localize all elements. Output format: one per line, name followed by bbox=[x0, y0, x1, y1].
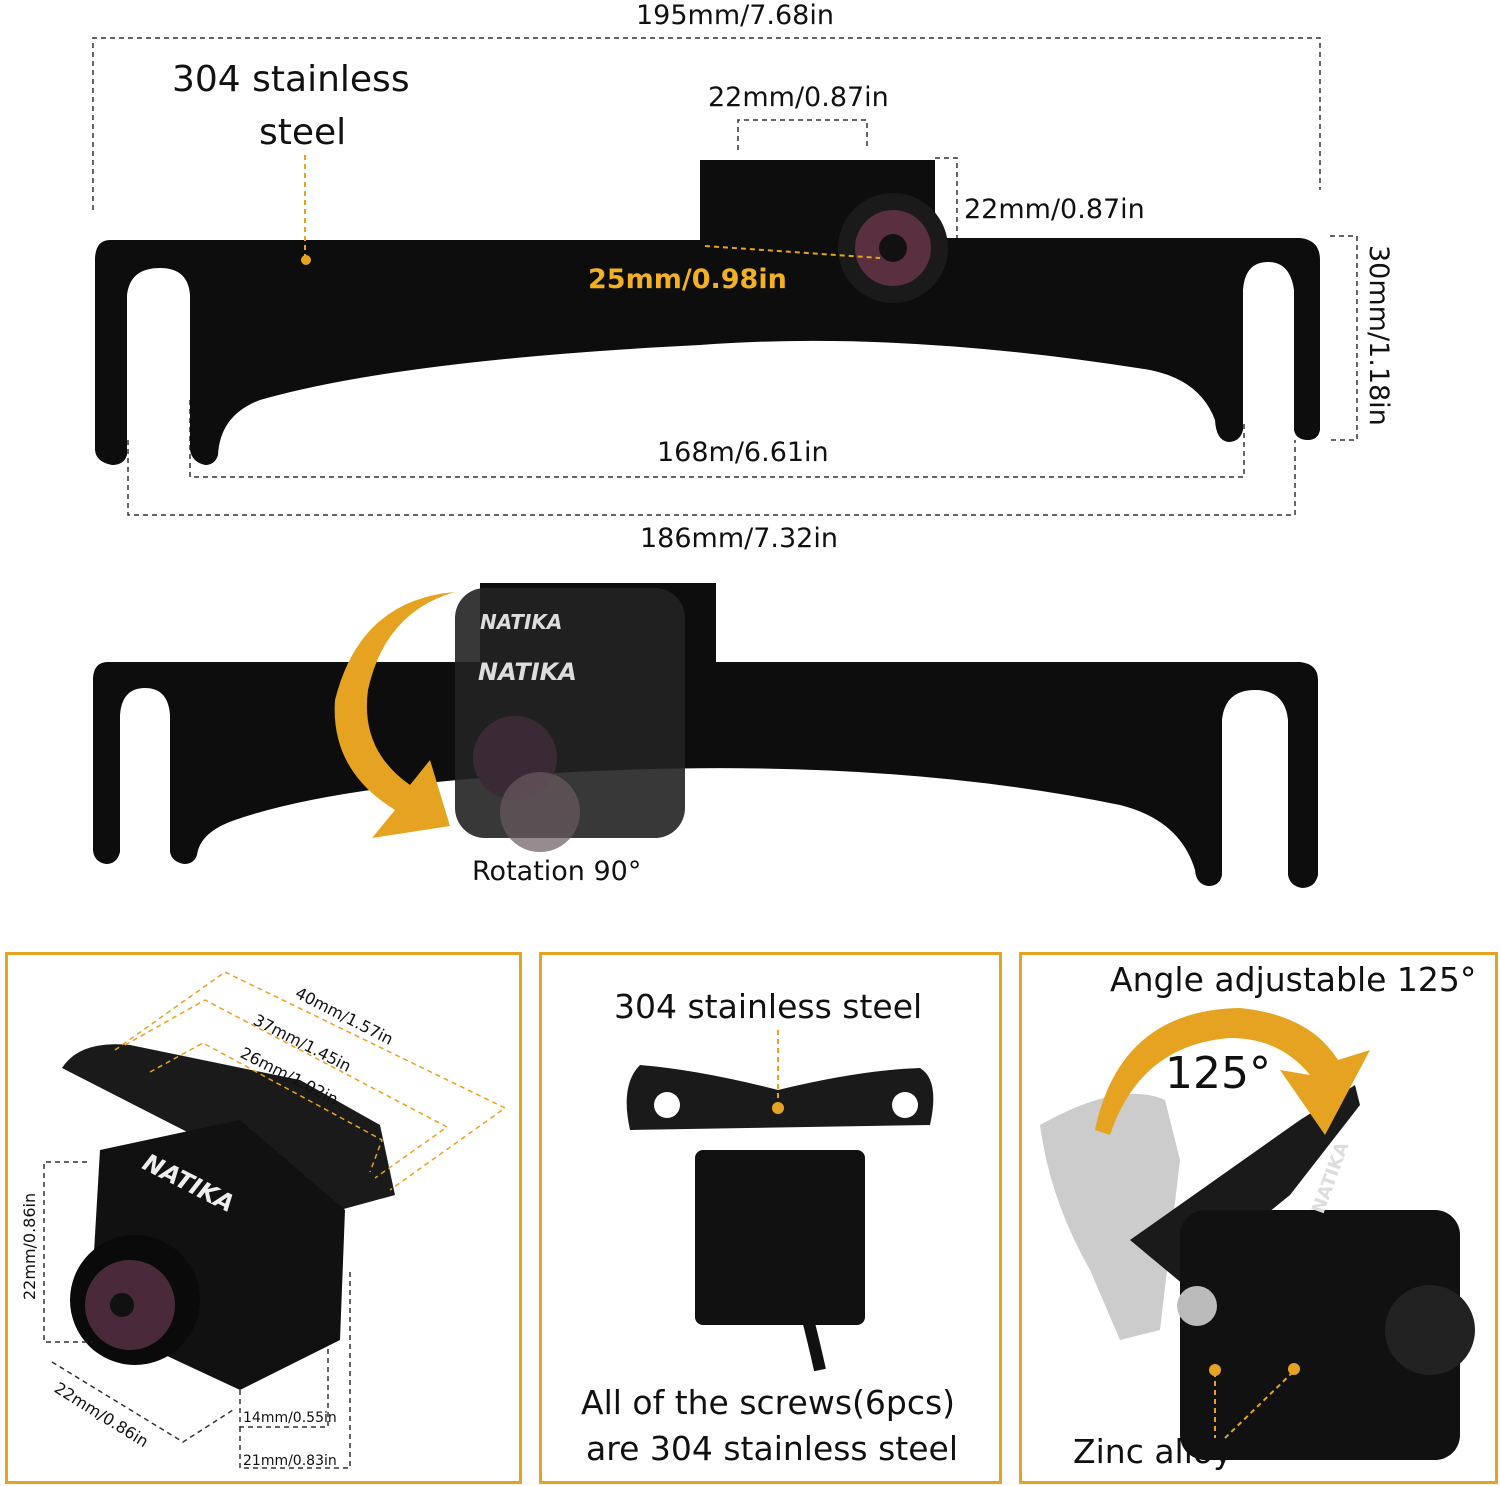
lens-offset-label: 25mm/0.98in bbox=[588, 264, 787, 295]
camera-iso-panel1 bbox=[62, 1044, 395, 1390]
overall-width-label: 195mm/7.68in bbox=[636, 0, 834, 31]
zinc-alloy-label: Zinc alloy bbox=[1073, 1432, 1233, 1471]
panel3-title: Angle adjustable 125° bbox=[1110, 960, 1477, 999]
camera-height-label: 22mm/0.87in bbox=[964, 194, 1145, 225]
license-plate-bracket-middle bbox=[93, 583, 1318, 888]
dim-21mm: 21mm/0.83in bbox=[243, 1453, 337, 1469]
rotation-arrow-icon bbox=[334, 592, 455, 838]
angle-arrow-icon bbox=[1095, 1008, 1370, 1135]
camera-back-panel2 bbox=[626, 1065, 934, 1372]
material-label-line2: steel bbox=[259, 112, 347, 153]
angle-value: 125° bbox=[1165, 1048, 1271, 1099]
panel-angle bbox=[1019, 952, 1498, 1484]
bracket-height-label: 30mm/1.18in bbox=[1363, 245, 1394, 426]
panel-dimensions bbox=[5, 952, 522, 1484]
panel2-caption-line1: All of the screws(6pcs) bbox=[581, 1383, 956, 1422]
rotation-label: Rotation 90° bbox=[472, 856, 642, 887]
brand-logo: NATIKA bbox=[478, 658, 577, 686]
camera-angle-panel3 bbox=[1040, 1085, 1475, 1460]
slot-width-label: 186mm/7.32in bbox=[640, 523, 838, 554]
inner-width-label: 168m/6.61in bbox=[657, 437, 829, 468]
dim-height-22mm: 22mm/0.86in bbox=[20, 1192, 39, 1300]
panel2-title: 304 stainless steel bbox=[614, 987, 923, 1026]
panel2-caption-line2: are 304 stainless steel bbox=[586, 1429, 959, 1468]
license-plate-bracket-top bbox=[95, 160, 1320, 465]
brand-logo-top: NATIKA bbox=[480, 610, 563, 634]
camera-width-label: 22mm/0.87in bbox=[708, 82, 889, 113]
dim-14mm: 14mm/0.55in bbox=[243, 1410, 337, 1426]
panel-stainless bbox=[539, 952, 1002, 1484]
material-label-line1: 304 stainless bbox=[172, 59, 410, 100]
